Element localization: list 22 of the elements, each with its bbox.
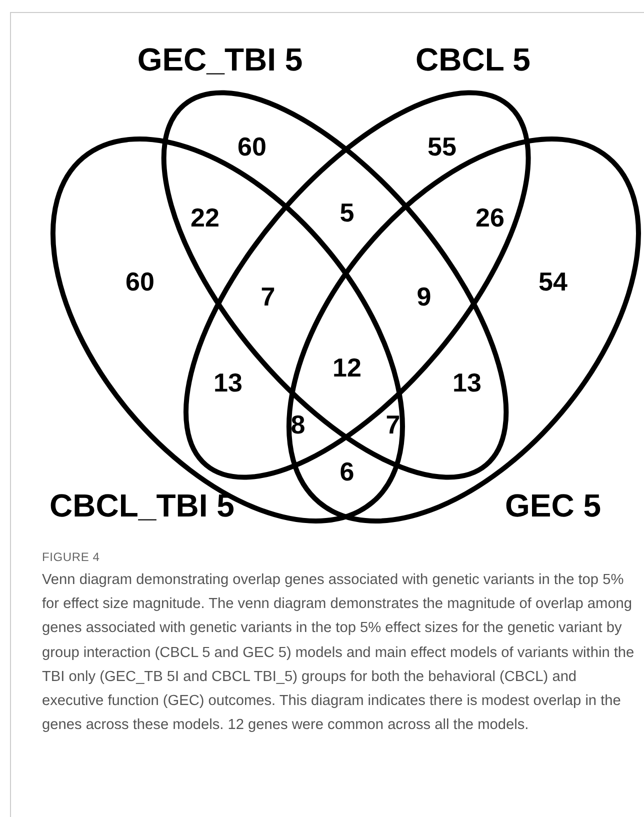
region-count: 7 xyxy=(386,410,400,440)
region-count: 54 xyxy=(538,266,568,298)
region-count: 9 xyxy=(416,282,432,312)
set-label: GEC_TBI 5 xyxy=(137,42,303,78)
region-count: 8 xyxy=(290,410,306,440)
region-count: 5 xyxy=(340,198,354,228)
region-count: 55 xyxy=(428,132,456,162)
set-label: GEC 5 xyxy=(504,487,601,524)
region-count: 13 xyxy=(214,368,242,398)
set-ellipse xyxy=(50,136,406,526)
region-count: 60 xyxy=(238,132,266,162)
region-count: 26 xyxy=(476,202,504,234)
region-count: 60 xyxy=(126,266,154,298)
set-ellipse xyxy=(286,136,642,526)
region-count: 6 xyxy=(340,456,354,488)
set-label: CBCL 5 xyxy=(416,42,530,78)
figure-label: FIGURE 4 xyxy=(42,550,100,564)
region-count: 12 xyxy=(332,352,362,384)
region-count: 22 xyxy=(190,202,220,234)
region-count: 13 xyxy=(452,368,482,398)
region-count: 7 xyxy=(260,282,276,312)
caption: Venn diagram demonstrating overlap genes associated with genetic variants in the top 5% for effect size magnitude. The venn diagram demonstrates the magnitude of overlap among genes associated with genetic variants in the top 5% effect sizes for the genetic variant by group interaction (CBCL 5 and GEC 5) models and main effect models of variants within the TBI only (GEC_TB 5I and CBCL TBI_5) groups for both the behavioral (CBCL) and executive function (GEC) outcomes. This diagram indicates there is modest overlap in the genes across these models. 12 genes were common across all the models. xyxy=(42,571,636,736)
